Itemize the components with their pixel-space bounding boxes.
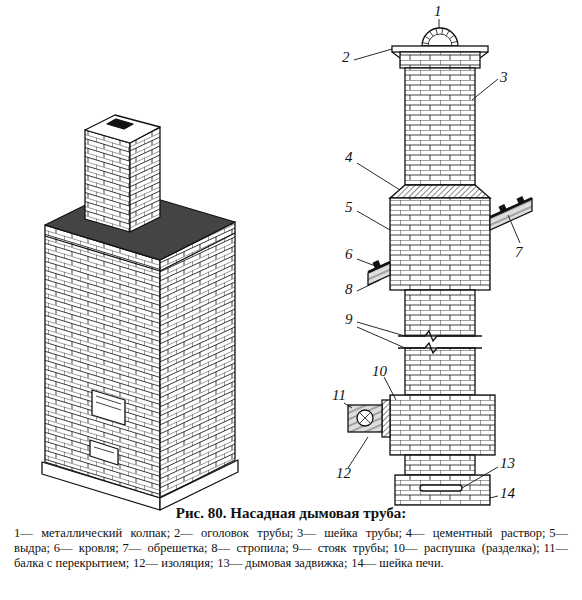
legend-entry: 14— шейка печи. [351, 556, 444, 570]
callout-number: 14 [500, 486, 515, 501]
legend-entry: 6— кровля; [54, 541, 119, 555]
callout-number: 4 [345, 150, 353, 165]
callout-number: 6 [345, 247, 353, 262]
legend-entry: 13— дымовая задвижка; [217, 556, 347, 570]
callout-number: 2 [342, 50, 350, 65]
callout-number: 1 [434, 4, 442, 19]
legend-entry: 7— обрешетка; [122, 541, 207, 555]
callout-number: 9 [345, 312, 353, 327]
callout-number: 13 [500, 456, 515, 471]
callout-number: 3 [500, 70, 508, 85]
callout-number: 7 [515, 245, 523, 260]
callout-number: 10 [372, 364, 387, 379]
legend-entry: 1— металлический колпак; [14, 526, 170, 540]
legend-entry: 8— стропила; [211, 541, 288, 555]
legend-entry: 4— цементный раствор; [406, 526, 546, 540]
legend-entry: 2— оголовок трубы; [174, 526, 293, 540]
callout-number: 12 [336, 466, 351, 481]
callout-number: 8 [345, 282, 353, 297]
legend-entry: 9— стояк трубы; [293, 541, 389, 555]
parts-list: 1— металлический колпак; 2— оголовок труб… [14, 526, 568, 571]
figure-caption: Рис. 80. Насадная дымовая труба: [10, 505, 572, 522]
legend-entry: 10— распушка (разделка); [393, 541, 540, 555]
callout-number: 5 [345, 200, 353, 215]
legend-entry: 3— шейка трубы; [297, 526, 402, 540]
callout-number: 11 [332, 388, 346, 403]
legend-entry: 12— изоляция; [133, 556, 213, 570]
